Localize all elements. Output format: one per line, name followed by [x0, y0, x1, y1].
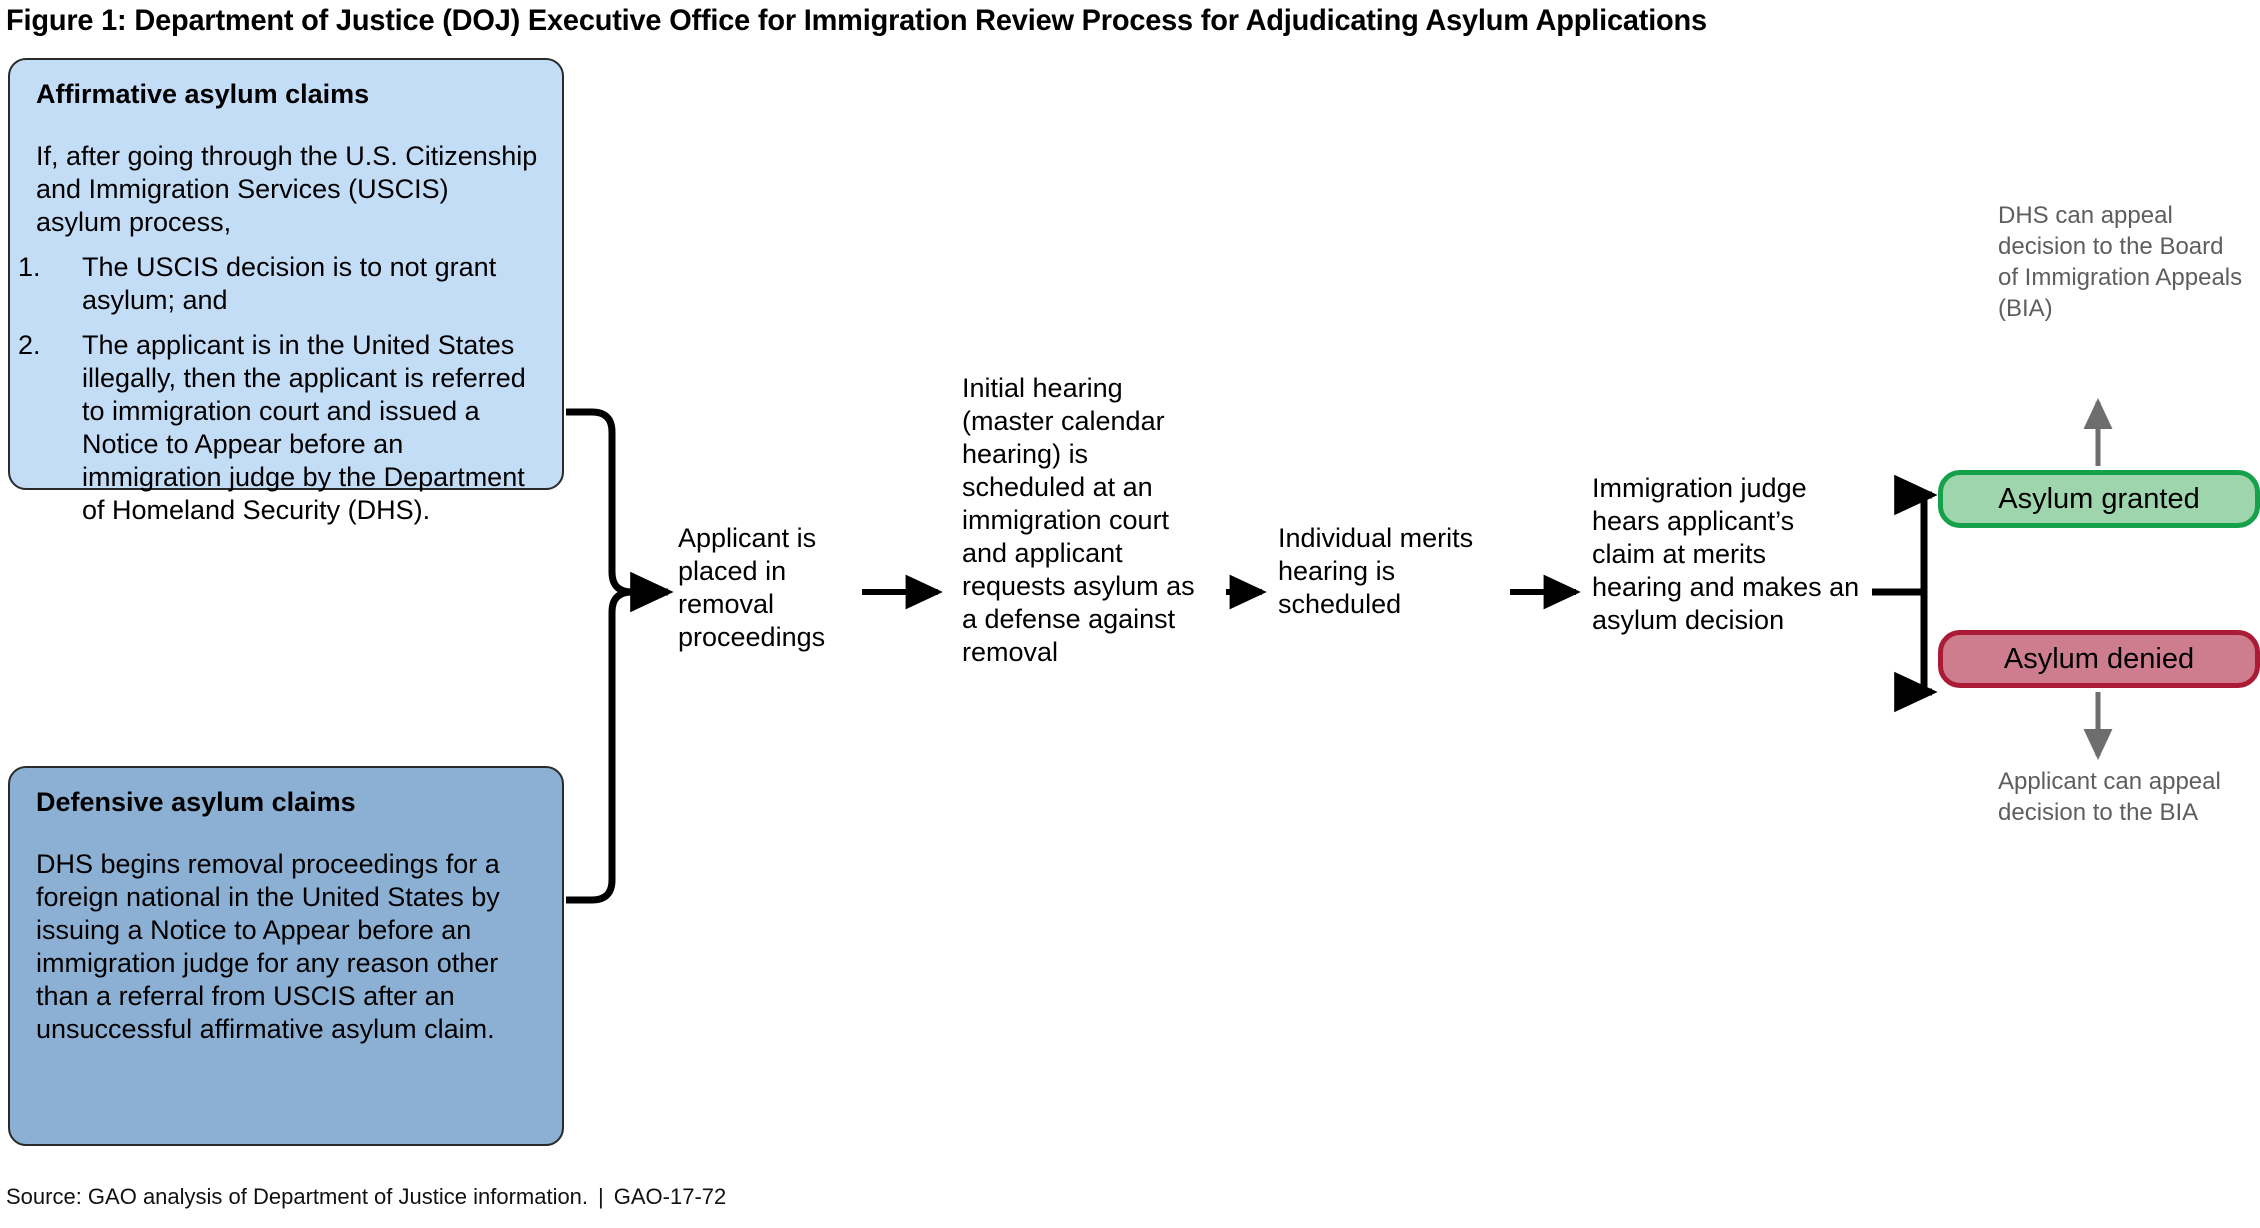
list-item: 1. The USCIS decision is to not grant asy… [18, 251, 540, 317]
list-item-number: 2. [18, 330, 41, 360]
source-line: Source: GAO analysis of Department of Ju… [6, 1184, 726, 1210]
flow-step-immigration-judge-decision: Immigration judge hears applicant’s clai… [1592, 473, 1860, 635]
page-title: Figure 1: Department of Justice (DOJ) Ex… [6, 4, 1707, 37]
list-item-number: 1. [18, 252, 41, 282]
note-dhs-can-appeal: DHS can appeal decision to the Board of … [1998, 202, 2243, 322]
list-item: 2. The applicant is in the United States … [18, 329, 540, 527]
report-id: GAO-17-72 [613, 1184, 727, 1209]
defensive-intro-text: DHS begins removal proceedings for a for… [36, 849, 500, 1044]
note-applicant-can-appeal: Applicant can appeal decision to the BIA [1998, 768, 2221, 826]
list-item-label: The USCIS decision is to not grant asylu… [82, 252, 497, 315]
flow-step-individual-merits-hearing: Individual merits hearing is scheduled [1278, 523, 1474, 619]
affirmative-asylum-claims-box: Affirmative asylum claims If, after goin… [8, 58, 564, 525]
outcome-asylum-denied: Asylum denied [1938, 630, 2260, 688]
flow-step-removal-proceedings: Applicant is placed in removal proceedin… [678, 523, 826, 652]
source-separator: | [598, 1184, 604, 1209]
source-text: Source: GAO analysis of Department of Ju… [6, 1184, 589, 1209]
list-item-label: The applicant is in the United States il… [82, 330, 526, 525]
flow-step-initial-hearing: Initial hearing (master calendar hearing… [962, 373, 1195, 667]
affirmative-conditions-list: 1. The USCIS decision is to not grant asy… [18, 251, 540, 527]
affirmative-intro-text: If, after going through the U.S. Citizen… [36, 141, 538, 237]
outcome-asylum-granted: Asylum granted [1938, 470, 2260, 528]
defensive-asylum-claims-box: Defensive asylum claims DHS begins remov… [8, 766, 564, 1146]
defensive-heading: Defensive asylum claims [36, 787, 356, 817]
affirmative-heading: Affirmative asylum claims [36, 79, 370, 109]
merge-bracket-connector [566, 408, 674, 904]
split-bracket-connector [1872, 474, 1938, 713]
